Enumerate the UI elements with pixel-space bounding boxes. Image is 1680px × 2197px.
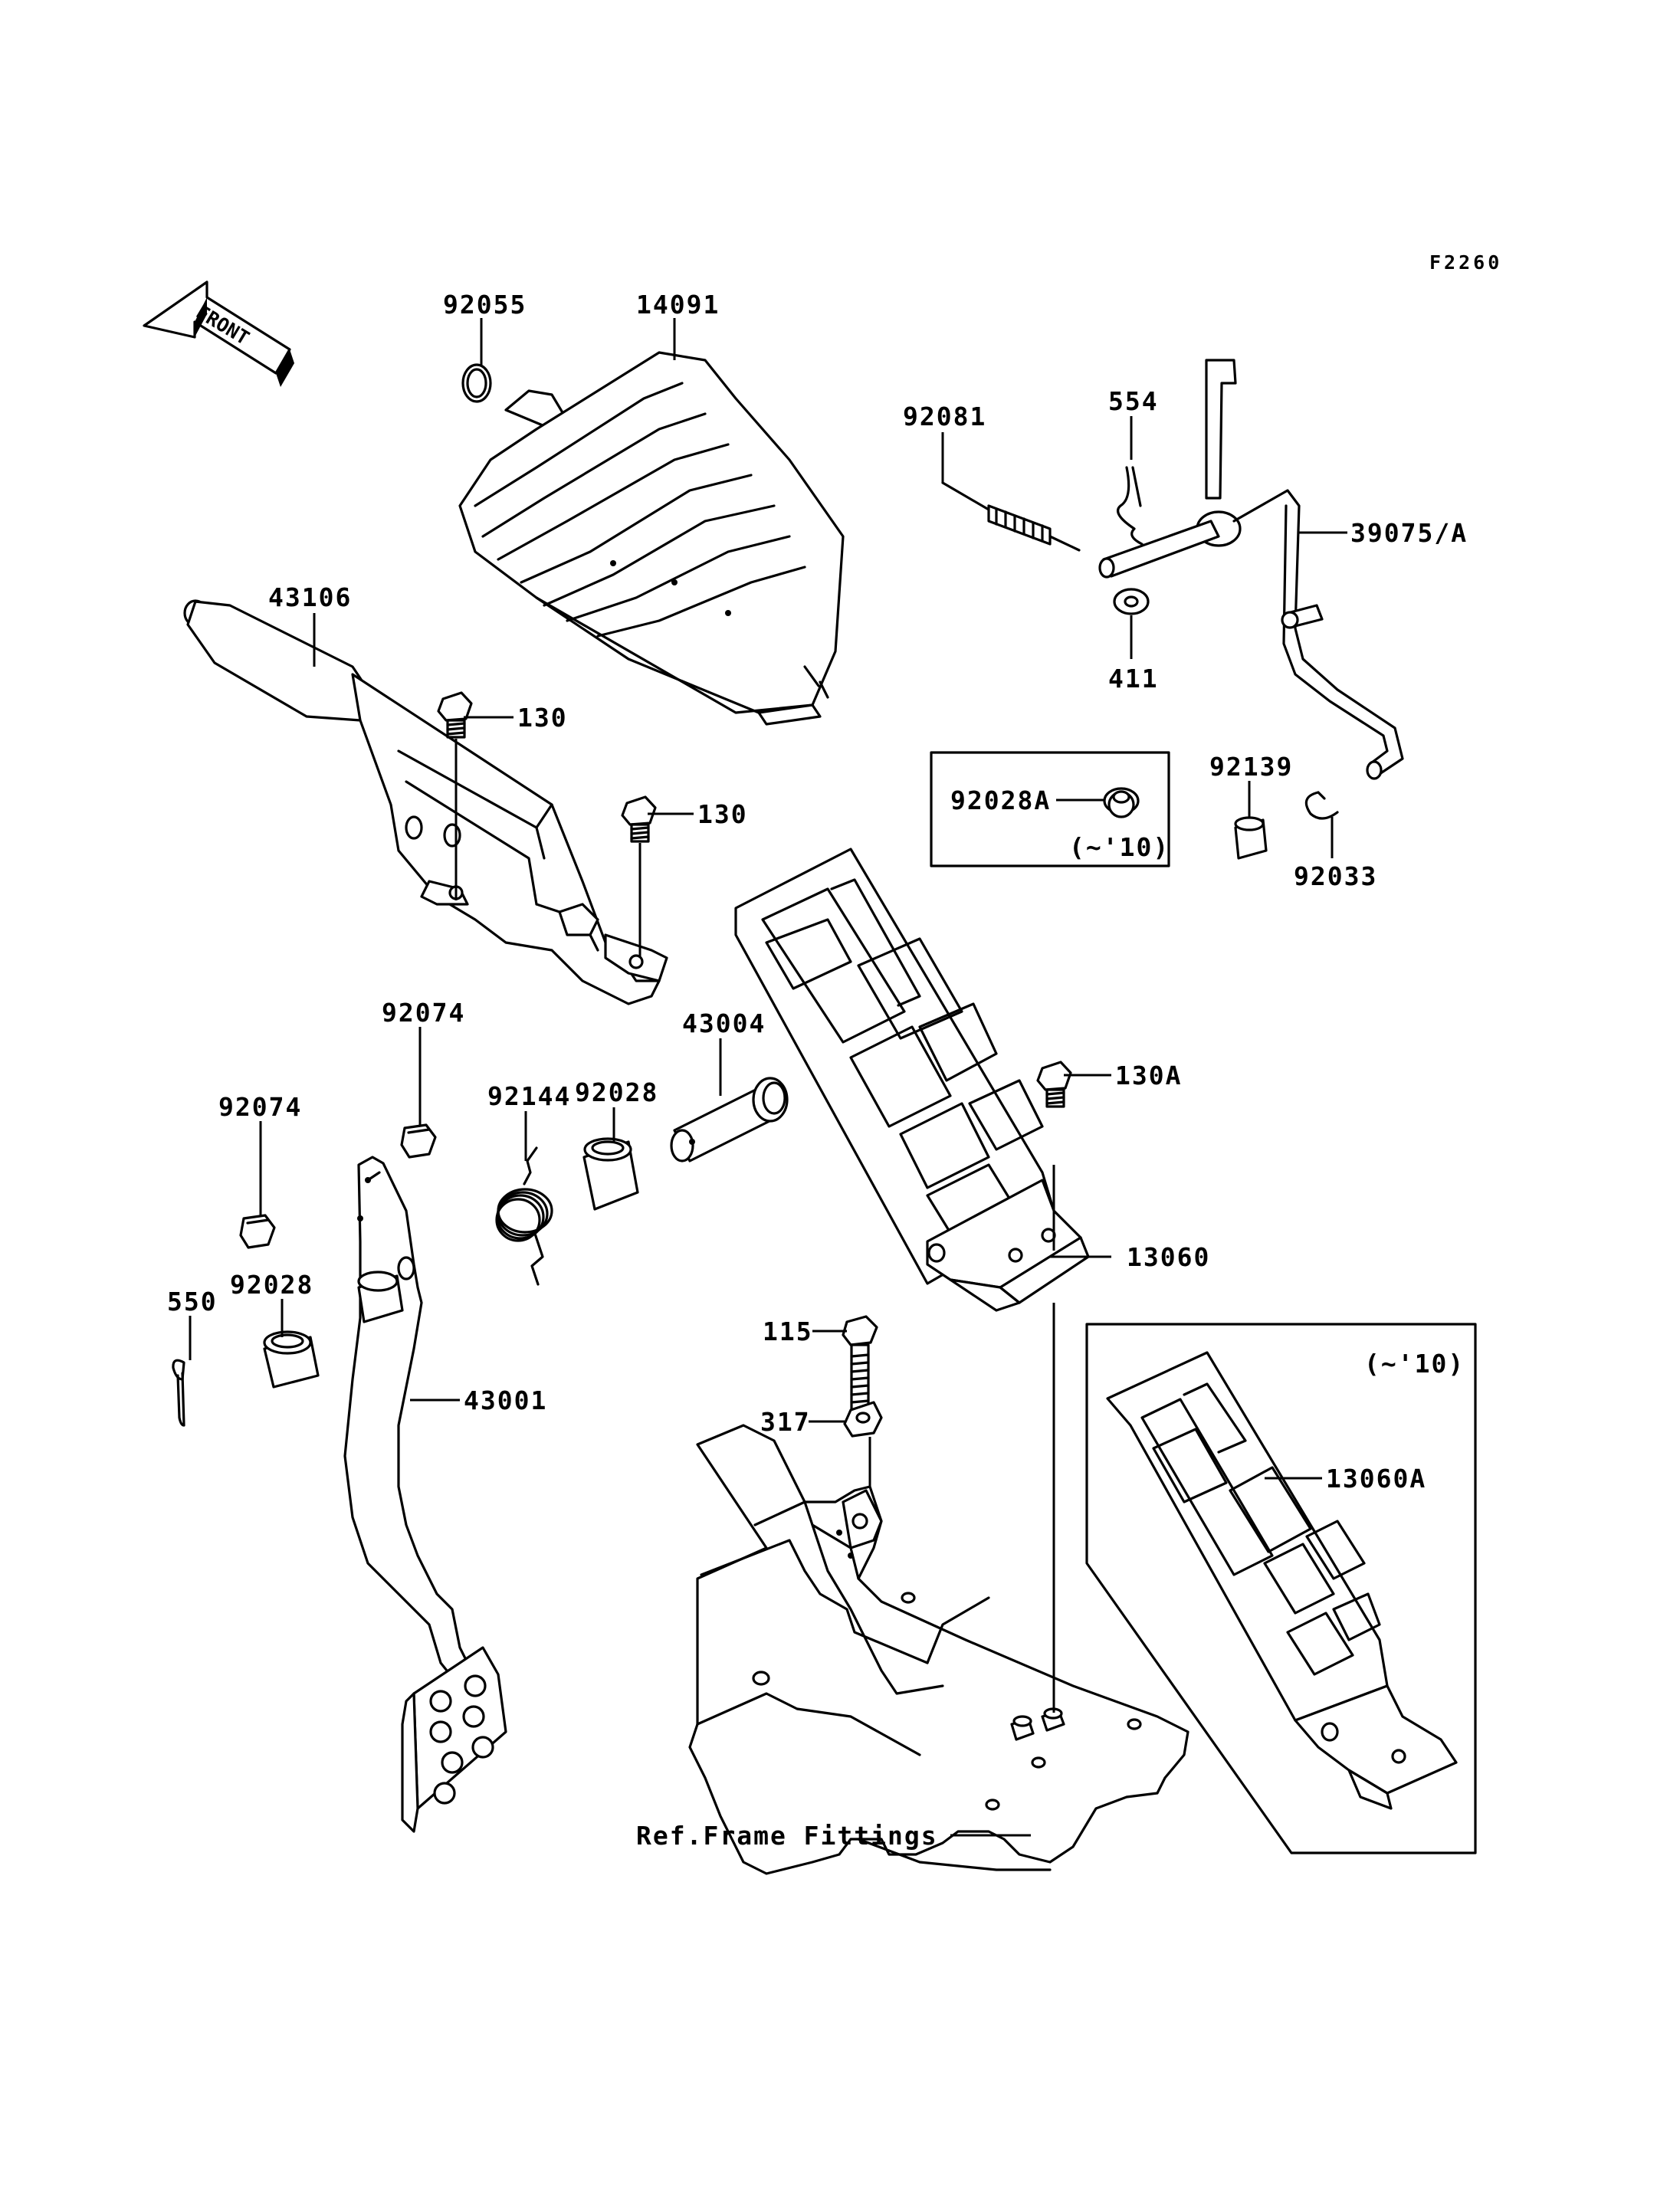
washer-411 [1113, 588, 1150, 615]
frame-fittings [688, 1424, 1189, 1875]
label-43004: 43004 [682, 1008, 766, 1038]
label-92144: 92144 [487, 1081, 571, 1111]
note-inset2: (~'10) [1364, 1349, 1465, 1379]
collar-92028-b [263, 1330, 320, 1389]
spring-92144 [495, 1146, 553, 1286]
label-554: 554 [1108, 386, 1159, 416]
inset-box-92028A [930, 751, 1170, 867]
label-130-b: 130 [697, 799, 748, 829]
collar-92139 [1234, 816, 1268, 860]
bolt-130-a [437, 691, 473, 739]
bolt-130A [1036, 1061, 1072, 1108]
label-92074-b: 92074 [218, 1092, 302, 1122]
label-14091: 14091 [636, 290, 720, 320]
bolt-130-b [621, 795, 657, 843]
diagram-code: F2260 [1429, 251, 1502, 274]
pin-43004 [670, 1077, 789, 1162]
hand-brake-43106 [183, 599, 668, 1005]
label-550: 550 [167, 1287, 218, 1317]
stopper-92074-a [400, 1123, 437, 1159]
pad-13060 [734, 848, 1090, 1312]
label-411: 411 [1108, 664, 1159, 694]
label-317: 317 [760, 1407, 811, 1437]
label-92033: 92033 [1294, 861, 1377, 891]
o-ring-92055 [461, 363, 492, 403]
label-92055: 92055 [443, 290, 527, 320]
label-43106: 43106 [268, 582, 352, 612]
lever-39075A [1098, 359, 1404, 780]
stopper-92074-b [239, 1214, 276, 1249]
front-arrow-icon: FRONT [143, 280, 294, 387]
label-92028-b: 92028 [230, 1270, 313, 1300]
label-13060A: 13060A [1326, 1464, 1426, 1494]
spring-92081 [941, 481, 1081, 552]
label-13060: 13060 [1127, 1242, 1210, 1272]
label-115: 115 [763, 1317, 813, 1346]
bolt-115 [842, 1315, 878, 1412]
note-inset1: (~'10) [1069, 832, 1170, 862]
label-39075A: 39075/A [1350, 518, 1468, 548]
cotter-pin-550 [172, 1359, 185, 1427]
boot-14091 [458, 351, 845, 726]
label-43001: 43001 [464, 1385, 547, 1415]
label-92028A: 92028A [950, 785, 1051, 815]
label-92081: 92081 [903, 402, 986, 431]
inset-box-13060A [1085, 1323, 1477, 1854]
brake-pedal-43001 [343, 1156, 507, 1833]
label-ref-frame: Ref.Frame Fittings [636, 1821, 938, 1851]
snap-ring-92033 [1304, 791, 1339, 820]
label-92139: 92139 [1209, 752, 1293, 782]
label-130-a: 130 [517, 703, 568, 733]
collar-92028-a [582, 1137, 639, 1211]
nut-317 [843, 1401, 883, 1438]
label-130A: 130A [1115, 1061, 1182, 1090]
label-92028-a: 92028 [575, 1077, 658, 1107]
label-92074-a: 92074 [382, 998, 465, 1028]
clip-554 [1117, 466, 1144, 546]
